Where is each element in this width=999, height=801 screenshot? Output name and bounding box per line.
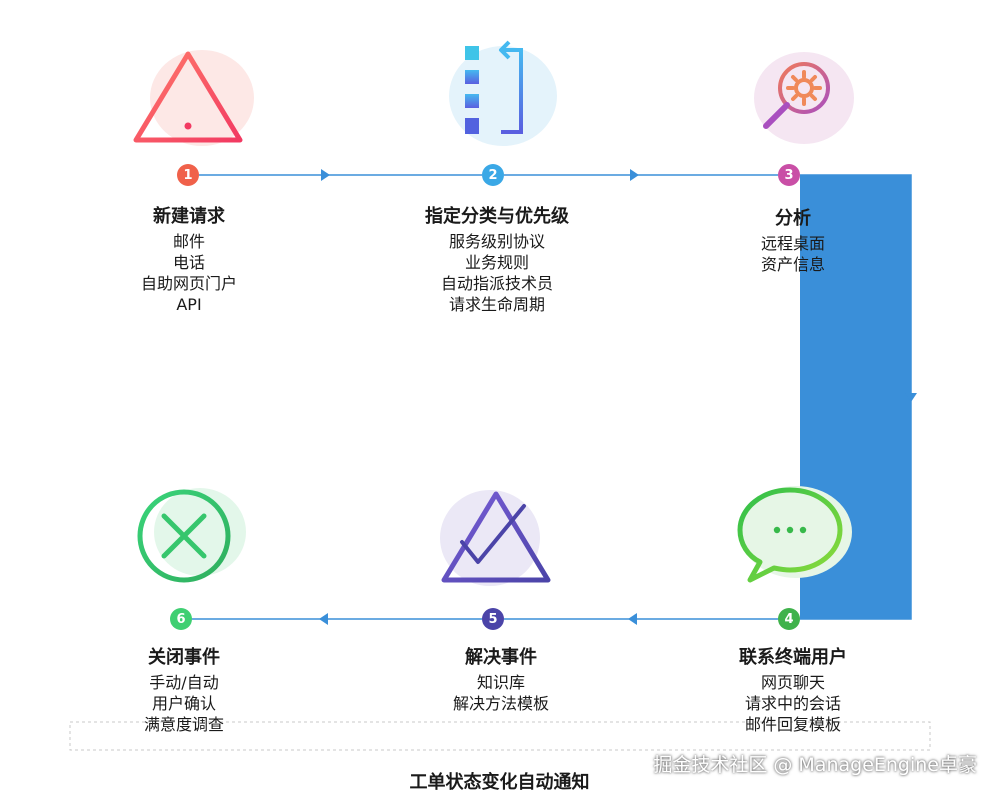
step-4-item: 网页聊天 [760,673,825,692]
step-6-item: 手动/自动 [149,673,219,692]
arrow-down [905,393,917,402]
step-3-text: 分析 远程桌面 资产信息 [683,207,903,275]
step-5-title: 解决事件 [465,647,537,668]
step-2-text: 指定分类与优先级 服务级别协议 业务规则 自动指派技术员 请求生命周期 [387,205,607,315]
step-2-item: 请求生命周期 [448,295,545,314]
step-3-item: 远程桌面 [760,234,825,253]
step-1-title: 新建请求 [153,206,225,227]
step-6-text: 关闭事件 手动/自动 用户确认 满意度调查 [74,646,294,735]
step-1-item: 电话 [172,253,205,272]
step-1-badge: 1 [177,164,199,186]
step-5-text: 解决事件 知识库 解决方法模板 [391,646,611,714]
arrow-left-2 [319,613,328,625]
step-1-text: 新建请求 邮件 电话 自助网页门户 API [79,205,299,315]
step-4-badge: 4 [778,608,800,630]
step-6-item: 用户确认 [151,694,216,713]
diagram-caption: 工单状态变化自动通知 [409,772,590,793]
step-1-item: API [176,295,202,314]
step-2-item: 自动指派技术员 [440,274,553,293]
step-6-title: 关闭事件 [148,647,220,668]
step-2-badge: 2 [482,164,504,186]
arrow-right-1 [321,169,330,181]
step-6-badge: 6 [170,608,192,630]
step-2-title: 指定分类与优先级 [425,206,569,227]
chat-bubble-icon [722,480,862,600]
step-4-item: 请求中的会话 [744,694,841,713]
step-5-badge: 5 [482,608,504,630]
step-4-title: 联系终端用户 [739,647,847,668]
mountain-check-icon [428,476,568,596]
arrow-left-1 [628,613,637,625]
step-4-text: 联系终端用户 网页聊天 请求中的会话 邮件回复模板 [683,646,903,735]
circle-x-icon [114,476,254,596]
step-5-item: 解决方法模板 [452,694,549,713]
step-3-item: 资产信息 [760,255,825,274]
step-3-badge: 3 [778,164,800,186]
arrow-right-2 [630,169,639,181]
step-5-item: 知识库 [476,673,525,692]
step-1-item: 邮件 [172,232,205,251]
watermark: 掘金技术社区 @ ManageEngine卓豪 [653,754,977,776]
step-1-item: 自助网页门户 [140,274,237,293]
step-2-item: 业务规则 [464,253,529,272]
step-2-item: 服务级别协议 [448,232,545,251]
step-4-item: 邮件回复模板 [744,715,841,734]
warning-triangle-icon [120,38,260,158]
sort-list-icon [425,36,565,156]
step-3-title: 分析 [775,208,811,229]
magnifier-gear-icon [728,40,868,160]
step-6-item: 满意度调查 [143,715,224,734]
